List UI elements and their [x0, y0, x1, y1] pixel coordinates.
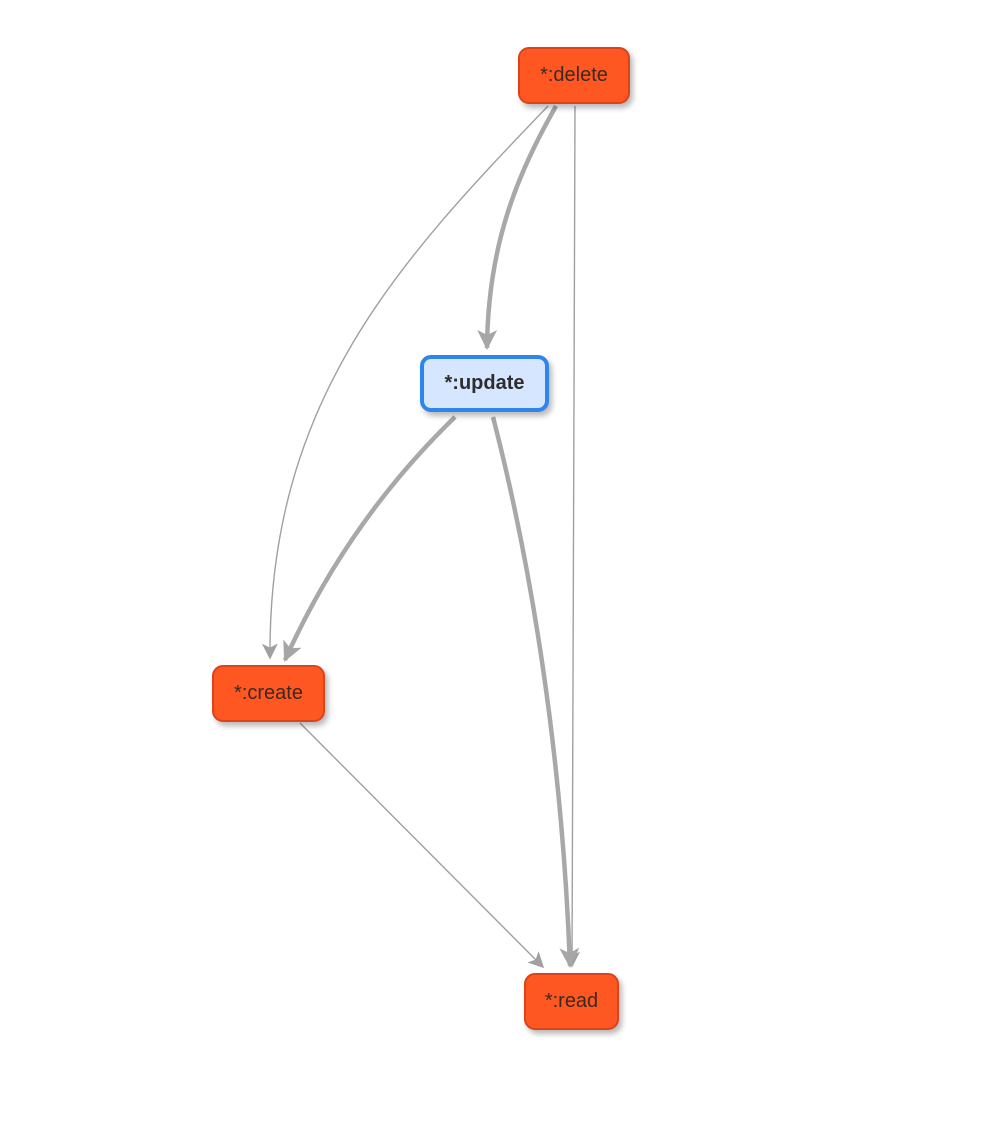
node-delete[interactable]: *:delete: [518, 47, 630, 104]
edge-delete-to-update[interactable]: [477, 104, 558, 350]
edge-update-to-read[interactable]: [490, 416, 580, 968]
edge-delete-to-read[interactable]: [564, 105, 581, 968]
edge-create-to-read[interactable]: [299, 722, 545, 969]
edge-delete-to-create[interactable]: [261, 105, 549, 660]
edge-update-to-create[interactable]: [282, 415, 457, 662]
node-create[interactable]: *:create: [212, 665, 325, 722]
node-update-selected[interactable]: *:update: [420, 355, 549, 412]
node-read[interactable]: *:read: [524, 973, 619, 1030]
